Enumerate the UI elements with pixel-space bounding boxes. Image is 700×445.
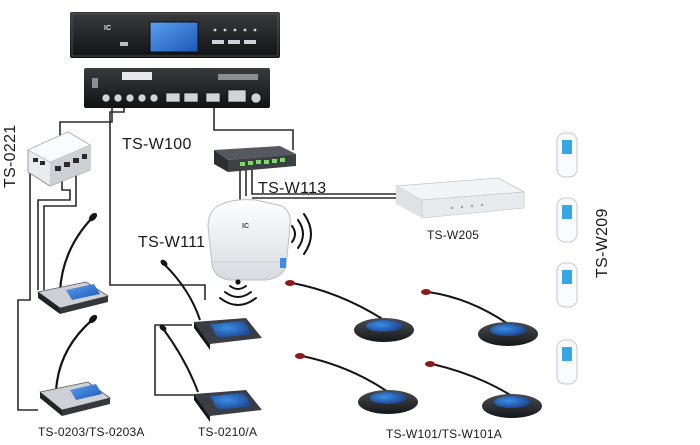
wireless-handheld-units [556, 132, 578, 385]
charging-unit-ts-w205 [394, 177, 526, 219]
label-ts0221: TS-0221 [2, 124, 19, 188]
label-ts-w100: TS-W100 [122, 136, 192, 153]
access-point-ts-w111: IC [207, 199, 312, 306]
label-ts-w111: TS-W111 [138, 234, 206, 251]
label-ts0203: TS-0203/TS-0203A [38, 425, 145, 439]
delegate-unit-ts0210-bottom [159, 324, 262, 422]
handheld-unit-3 [556, 262, 578, 308]
label-ts0210: TS-0210/A [198, 425, 258, 439]
wifi-down-icon [219, 279, 257, 306]
label-ts-w101: TS-W101/TS-W101A [386, 427, 502, 441]
access-point-logo: IC [242, 223, 249, 230]
wifi-signal-icon [291, 213, 312, 255]
rack-logo: IC [104, 25, 111, 32]
label-ts-w113: TS-W113 [258, 180, 327, 197]
cables [17, 100, 405, 411]
rack-unit-top: IC [70, 12, 280, 58]
delegate-unit-ts0210-top [160, 259, 262, 350]
junction-box-ts0221 [27, 131, 91, 187]
label-ts-w205: TS-W205 [427, 228, 480, 242]
handheld-unit-2 [556, 197, 578, 243]
delegate-unit-ts0203-bottom [39, 314, 111, 416]
wireless-unit-3 [295, 353, 418, 414]
label-ts-w209: TS-W209 [594, 208, 611, 278]
handheld-unit-4 [556, 339, 578, 385]
delegate-unit-ts0203-top [37, 212, 110, 314]
rack-unit-back [84, 68, 270, 108]
wireless-unit-1 [285, 280, 414, 342]
switch-ts-w100 [214, 146, 296, 172]
wireless-unit-2 [421, 289, 538, 346]
wireless-unit-4 [425, 361, 542, 418]
handheld-unit-1 [556, 132, 578, 178]
